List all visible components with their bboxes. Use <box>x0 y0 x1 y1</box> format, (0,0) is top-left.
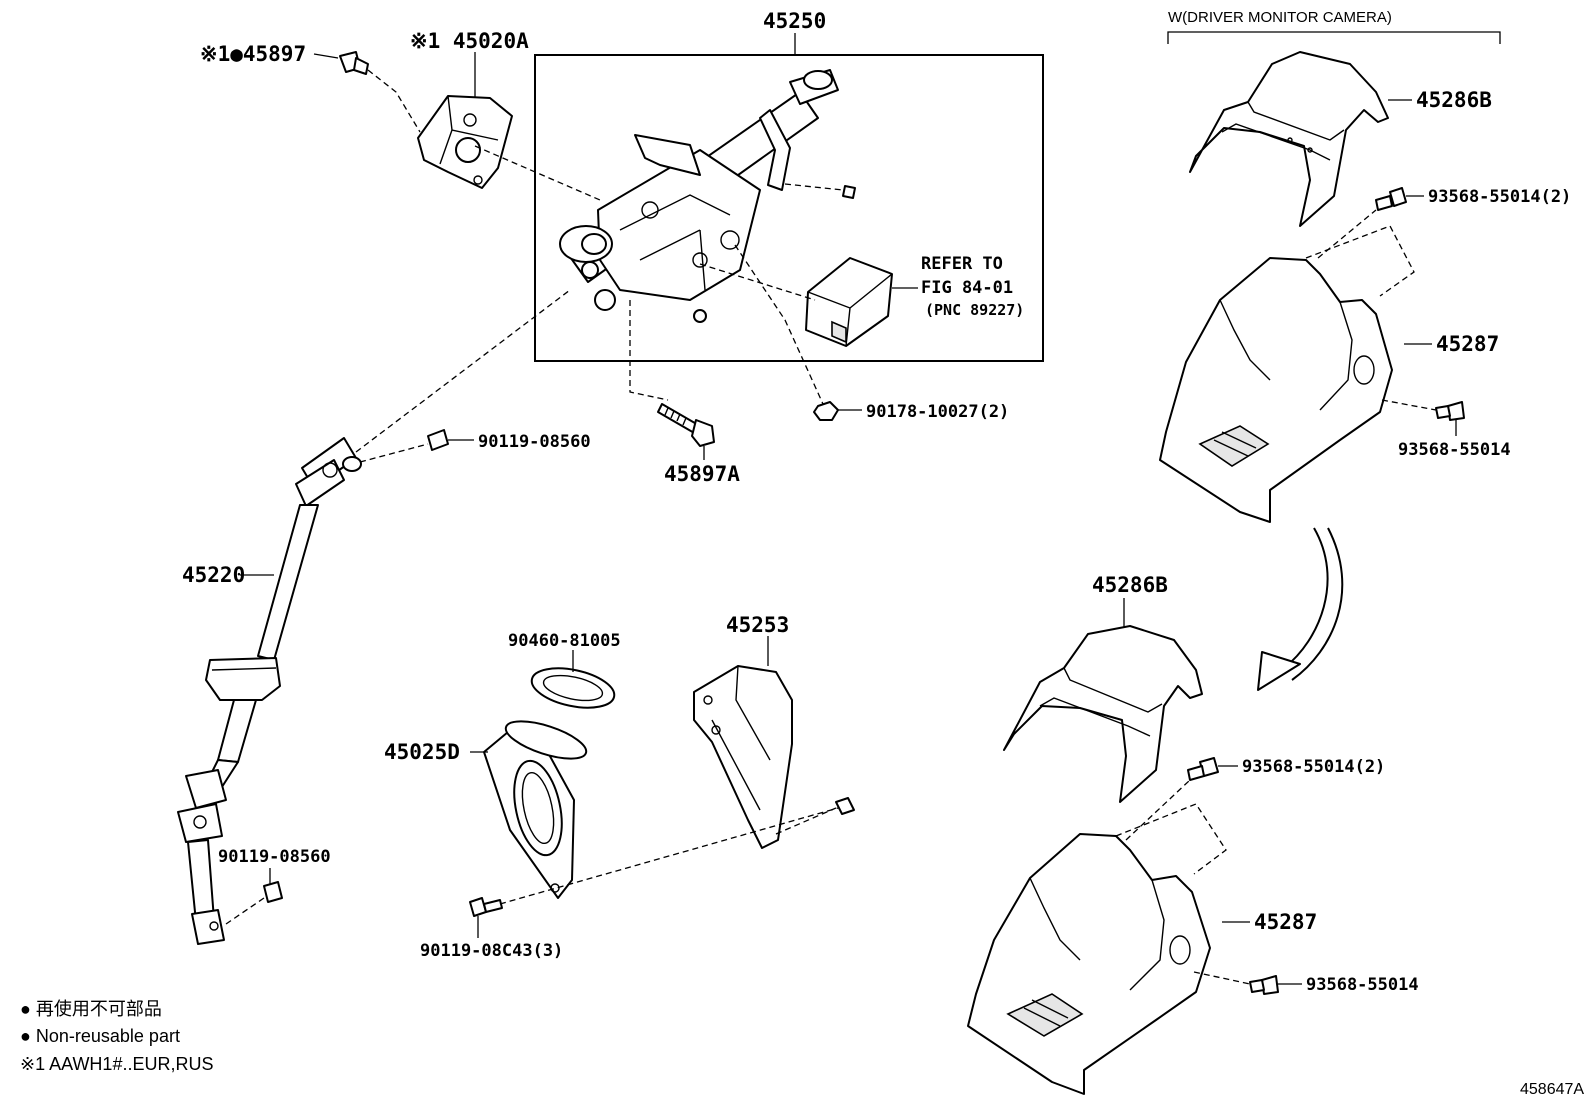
ring-90460-drawing <box>530 667 616 709</box>
label-45897A: 45897A <box>664 462 740 486</box>
figure-id: 458647A <box>1520 1081 1584 1098</box>
refer-to-line1: REFER TO <box>921 254 1003 274</box>
label-90119-08C43: 90119-08C43(3) <box>420 941 563 961</box>
label-45220: 45220 <box>182 563 245 587</box>
label-90119-08560-lower: 90119-08560 <box>218 847 331 867</box>
column-cover-lower-45287-bottom-drawing <box>967 833 1211 1095</box>
legend-model-note: ※1 AAWH1#..EUR,RUS <box>20 1054 213 1074</box>
label-45025D: 45025D <box>384 740 460 764</box>
label-93568-55014-upper: 93568-55014 <box>1398 440 1511 460</box>
label-90460-81005: 90460-81005 <box>508 631 621 651</box>
label-45287-upper: 45287 <box>1436 332 1499 356</box>
label-93568-55014-2-lower: 93568-55014(2) <box>1242 757 1385 777</box>
legend-non-reusable-en: ● Non-reusable part <box>20 1026 180 1046</box>
column-cover-lower-45287-top-drawing <box>1159 257 1393 523</box>
intermediate-shaft-45220-drawing <box>177 437 362 945</box>
transition-arrow <box>1257 527 1344 691</box>
column-cover-upper-45286B-top-drawing <box>1189 51 1389 227</box>
label-90178-10027: 90178-10027(2) <box>866 402 1009 422</box>
label-45287-lower: 45287 <box>1254 910 1317 934</box>
screw-90119-08C43-drawing <box>469 897 503 917</box>
cover-45025D-drawing <box>483 720 588 899</box>
driver-monitor-camera-header: W(DRIVER MONITOR CAMERA) <box>1168 9 1392 26</box>
label-93568-55014-lower: 93568-55014 <box>1306 975 1419 995</box>
refer-to-line2: FIG 84-01 <box>921 278 1013 298</box>
bracket-45020A-drawing <box>417 95 513 189</box>
bolt-45897-drawing <box>339 51 369 75</box>
label-45020A: ※1 45020A <box>410 29 529 53</box>
label-90119-08560-upper: 90119-08560 <box>478 432 591 452</box>
ecu-module-drawing <box>805 257 893 347</box>
label-45286B-upper: 45286B <box>1416 88 1492 112</box>
cover-45253-drawing <box>693 665 793 849</box>
column-cover-upper-45286B-bottom-drawing <box>1003 625 1203 803</box>
legend-non-reusable-jp: ● 再使用不可部品 <box>20 999 162 1019</box>
label-45286B-lower: 45286B <box>1092 573 1168 597</box>
steering-column-drawing <box>559 69 839 323</box>
refer-to-line3: (PNC 89227) <box>925 301 1024 319</box>
label-45250: 45250 <box>763 9 826 33</box>
steering-column-assembly-box <box>534 54 1044 362</box>
label-45897: ※1●45897 <box>200 42 306 66</box>
bolt-45897A-drawing <box>657 403 715 447</box>
label-45253: 45253 <box>726 613 789 637</box>
label-93568-55014-2-upper: 93568-55014(2) <box>1428 187 1571 207</box>
